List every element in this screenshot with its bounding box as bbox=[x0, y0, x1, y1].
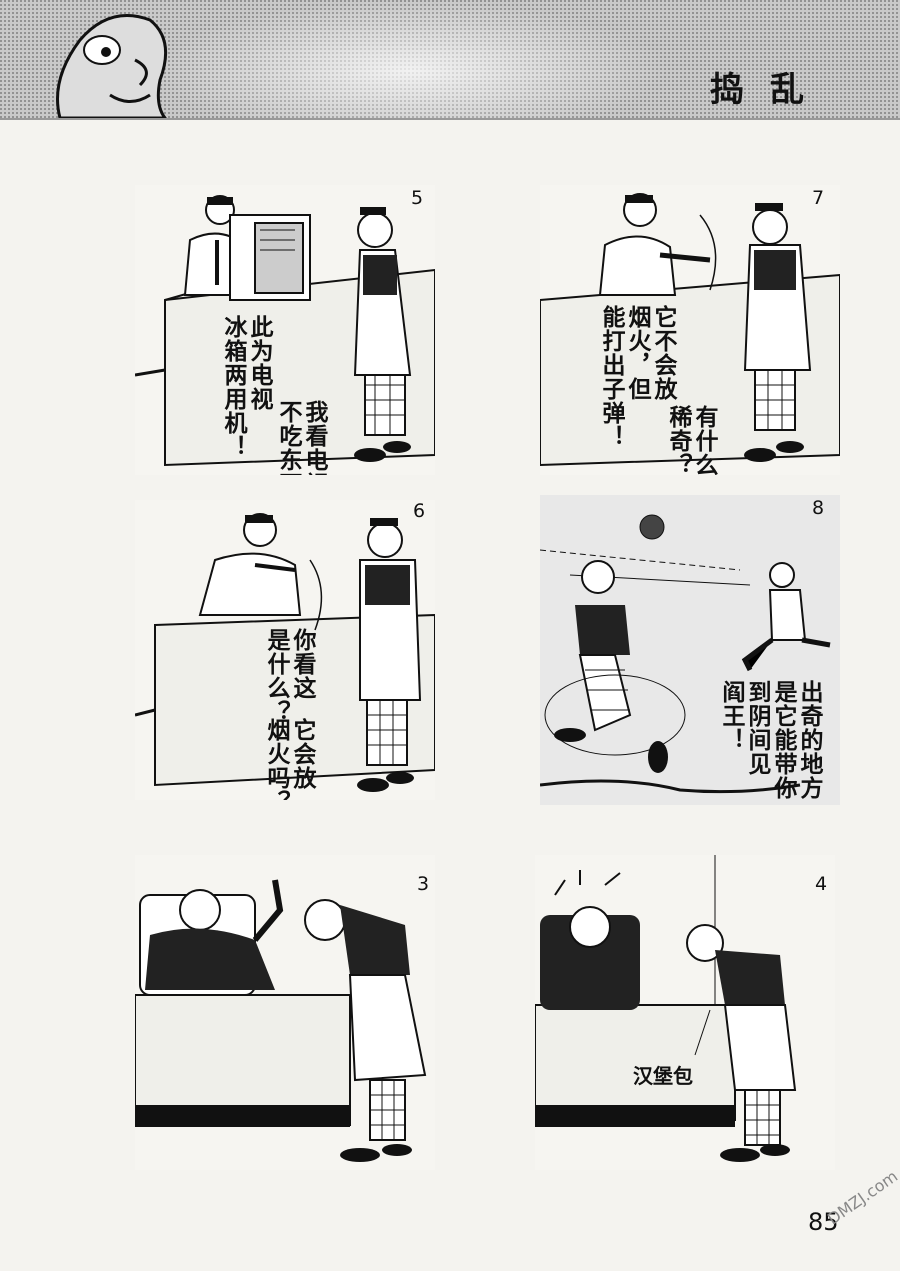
panel-number: 6 bbox=[413, 500, 426, 522]
speech-bubble-salesman: 你看这 是什么？ bbox=[263, 628, 315, 724]
panel-number: 4 bbox=[815, 873, 828, 895]
panel-6-art bbox=[135, 513, 435, 792]
panel-5-art bbox=[135, 195, 435, 467]
watermark: DMZJ.com bbox=[823, 1166, 900, 1229]
hamburger-label: 汉堡包 bbox=[633, 1064, 693, 1088]
panel-3-art bbox=[135, 879, 427, 1162]
panel-number: 5 bbox=[411, 187, 424, 209]
panel-8-art bbox=[540, 495, 840, 805]
comic-panel-8: 8 出奇的地方 是它能带你 到阴间见 阎王！ bbox=[540, 495, 840, 805]
panel-number: 7 bbox=[812, 187, 825, 209]
panel-4-art bbox=[535, 855, 797, 1162]
page-number: 85 bbox=[808, 1208, 839, 1236]
comic-panel-3: 3 bbox=[135, 855, 435, 1170]
page-header: 捣乱 bbox=[0, 0, 900, 120]
comic-panel-7: 7 它不会放 烟火，但 能打出子弹！ 有什么 稀奇？ bbox=[540, 185, 840, 475]
comic-panel-4: 4 汉堡包 bbox=[535, 855, 835, 1170]
panel-number: 8 bbox=[812, 497, 825, 519]
narration-bubble: 出奇的地方 是它能带你 到阴间见 阎王！ bbox=[718, 680, 822, 800]
speech-bubble-salesman: 此为电视 冰箱两用机！ bbox=[220, 315, 272, 459]
speech-bubble-customer: 有什么 稀奇？ bbox=[665, 405, 717, 475]
speech-bubble-customer: 我看电视时 不吃东西！ bbox=[275, 400, 327, 475]
comic-panel-6: 6 你看这 是什么？ 它会放 烟火吗？ bbox=[135, 500, 435, 800]
mascot-face-icon bbox=[56, 14, 168, 118]
speech-bubble-customer: 它会放 烟火吗？ bbox=[263, 718, 315, 800]
header-decoration bbox=[150, 0, 670, 118]
panel-7-art bbox=[540, 193, 840, 467]
comic-panel-5: 5 此为电视 冰箱两用机！ 我看电视时 不吃东西！ bbox=[135, 185, 435, 475]
page-title: 捣乱 bbox=[710, 70, 830, 110]
speech-bubble-salesman: 它不会放 烟火，但 能打出子弹！ bbox=[598, 305, 676, 449]
panel-number: 3 bbox=[417, 873, 430, 895]
